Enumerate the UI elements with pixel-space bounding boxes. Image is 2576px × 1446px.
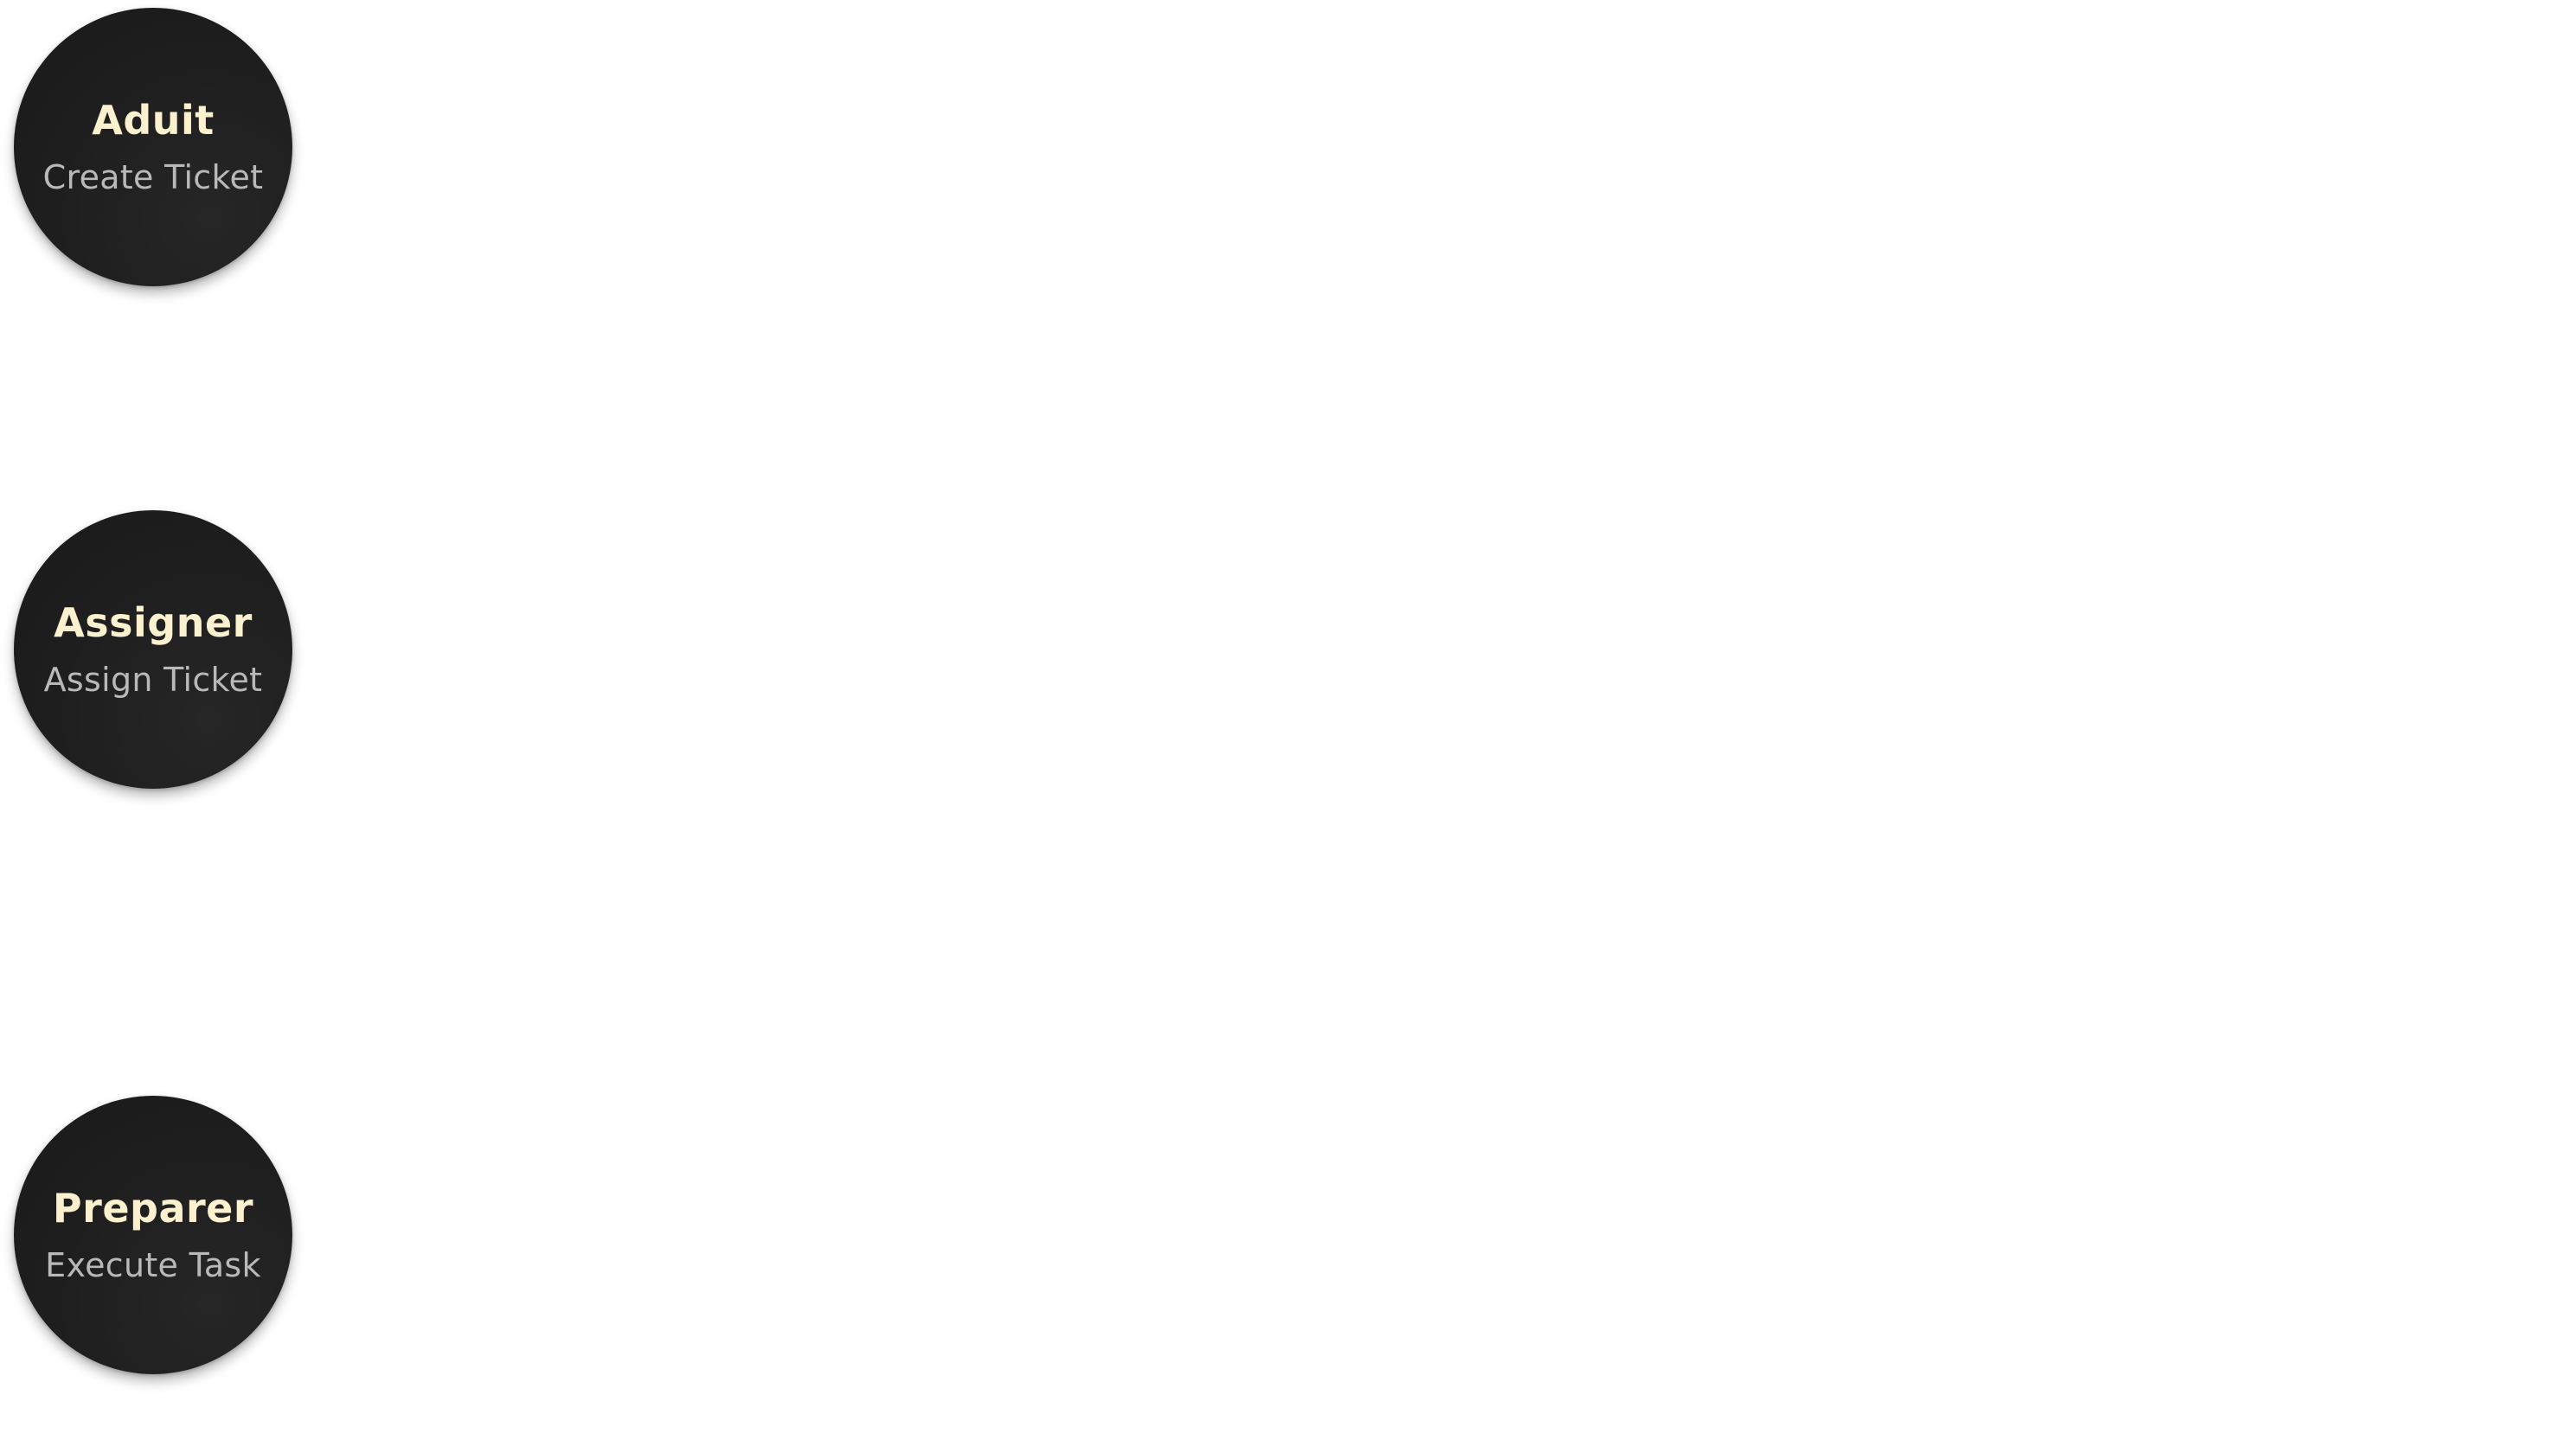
role-title: Aduit <box>92 97 215 144</box>
role-title: Assigner <box>54 599 253 646</box>
role-node-aduit[interactable]: Aduit Create Ticket <box>14 8 292 286</box>
role-title: Preparer <box>52 1185 254 1232</box>
role-node-preparer[interactable]: Preparer Execute Task <box>14 1096 292 1374</box>
role-action: Assign Ticket <box>43 661 263 699</box>
role-action: Execute Task <box>45 1246 261 1284</box>
role-node-assigner[interactable]: Assigner Assign Ticket <box>14 510 292 789</box>
role-action: Create Ticket <box>42 158 264 196</box>
